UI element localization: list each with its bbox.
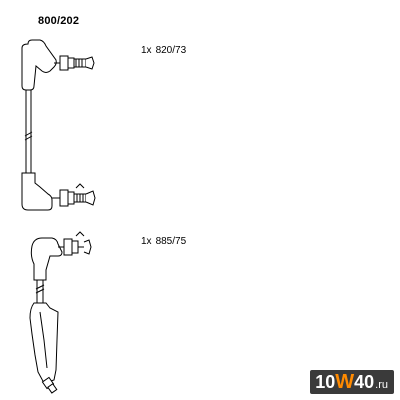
bottom-terminal [52,183,96,207]
top-terminal [54,55,95,71]
top-terminal [58,231,92,256]
item-code: 820/73 [155,45,187,56]
watermark-mark-a: 10 [315,372,336,392]
watermark-mark-c: 40 [354,372,375,392]
cable-break [24,131,33,141]
watermark-mark-b: W [335,371,355,393]
lead-2 [29,231,92,394]
top-boot [30,237,63,281]
item-quantity: 1x [141,45,152,56]
boot-seam [39,311,48,369]
cable-break [35,284,45,294]
lead-1 [21,39,96,211]
watermark-domain: .ru [375,379,388,391]
item-code: 885/75 [155,236,187,247]
bottom-boot [21,172,53,211]
item-quantity: 1x [141,236,152,247]
top-boot [21,39,57,91]
end-terminal [41,376,58,394]
part-number-title: 800/202 [38,15,80,27]
